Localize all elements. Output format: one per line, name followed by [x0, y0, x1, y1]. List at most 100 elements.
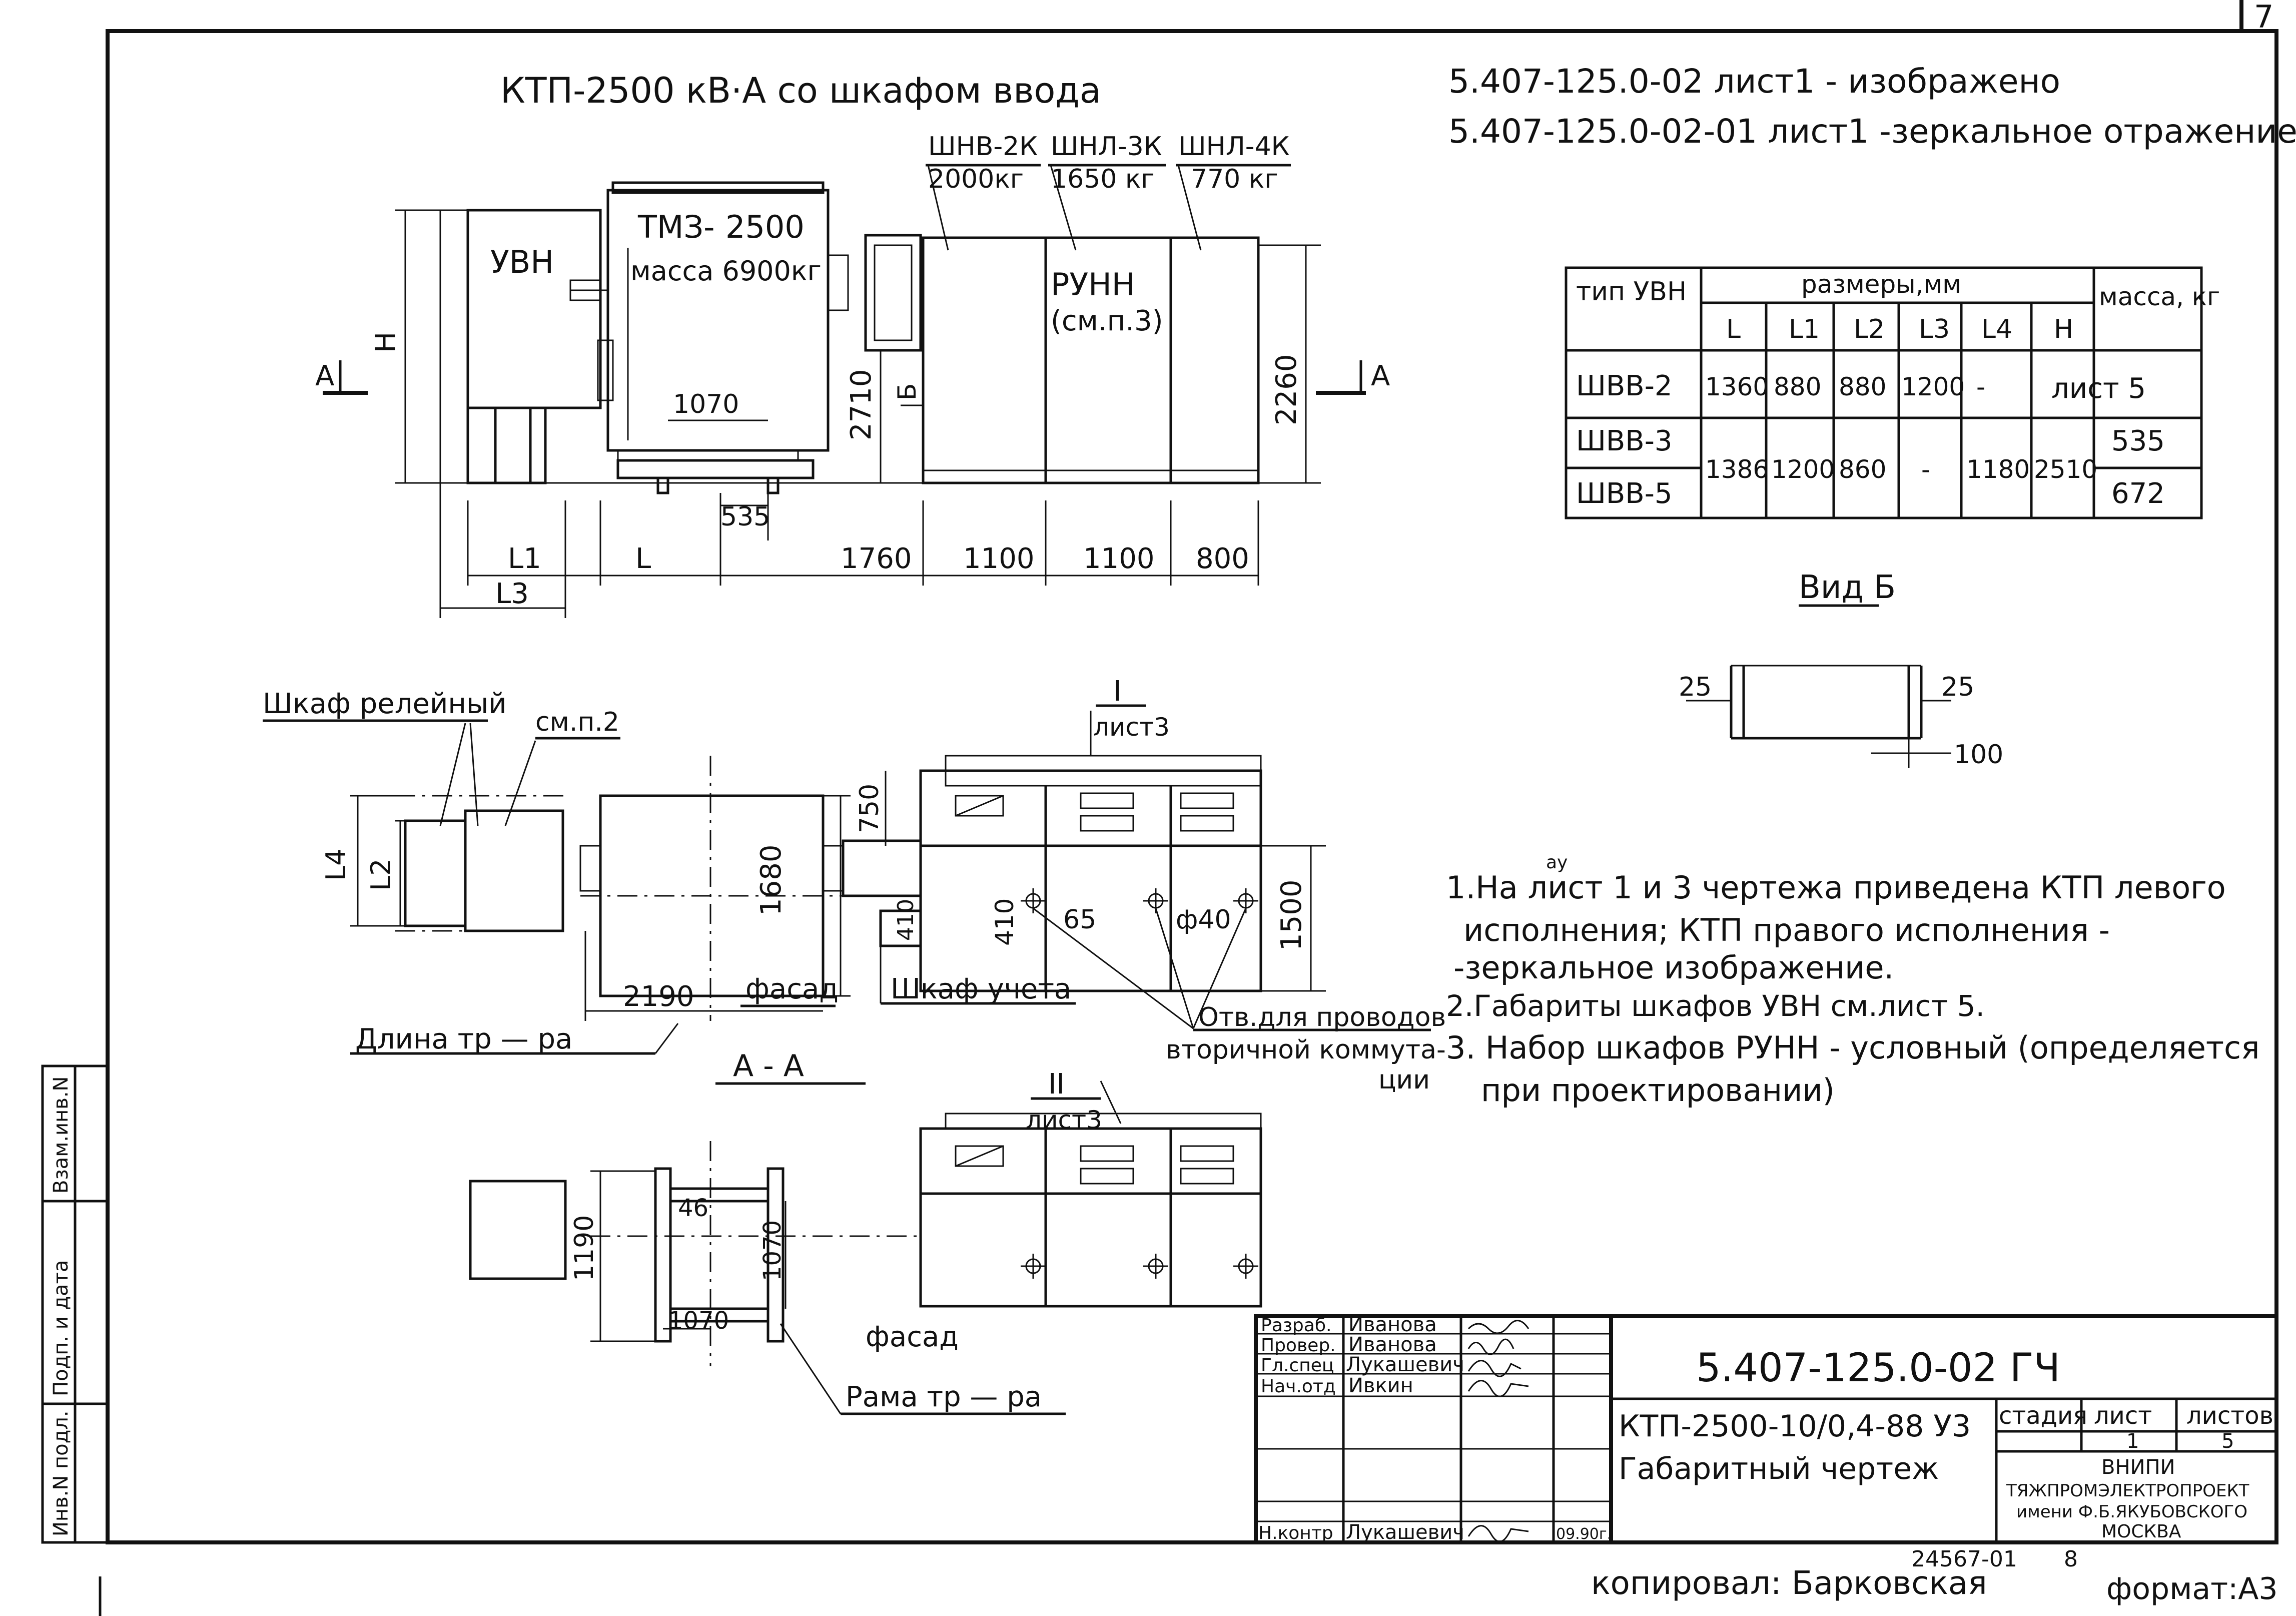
page-number: 7 [2254, 0, 2273, 35]
side-label-3: Инв.N подл. [50, 1410, 73, 1536]
stamp-date: 09.90г. [1556, 1525, 1612, 1543]
signature-4 [1467, 1380, 1529, 1397]
table-row1-ref: лист 5 [2051, 372, 2146, 405]
table-row1-L4: - [1976, 372, 1985, 401]
archive-number: 24567-01 [1911, 1546, 2017, 1572]
plan-dim-2190: 2190 [623, 980, 694, 1013]
frame-dim-1070-v: 1070 [758, 1220, 787, 1281]
cabinet-name-2: ШНЛ-3К [1051, 132, 1162, 162]
table-row2-L3: - [1921, 455, 1930, 484]
note-3: 3. Набор шкафов РУНН - условный (определ… [1446, 1029, 2259, 1066]
doc-ref-1: 5.407-125.0-02 лист1 - изображено [1448, 62, 2060, 101]
sheet-number: 1 [2126, 1430, 2139, 1453]
table-row2-L: 1386 [1705, 455, 1769, 484]
cabinet-mass-2: 1650 кг [1051, 164, 1155, 194]
table-row3-type: ШВВ-5 [1576, 477, 1673, 510]
dim-1100-b: 1100 [1083, 543, 1155, 575]
holes-label-2: вторичной коммута- [1166, 1035, 1446, 1065]
table-col-mass: масса, кг [2099, 282, 2220, 311]
drawing-title: Габаритный чертеж [1619, 1451, 1939, 1486]
section-a-left: А [315, 360, 334, 392]
dim-2710: 2710 [845, 369, 878, 440]
callout-II-sheet: лист3 [1026, 1106, 1102, 1135]
dim-800: 800 [1196, 543, 1249, 575]
table-row2-mass: 535 [2111, 425, 2165, 457]
runn-label: РУНН [1051, 266, 1135, 303]
relay-cabinet-label: Шкаф релейный [263, 688, 507, 720]
copied-by: копировал: Барковская [1591, 1565, 1987, 1602]
table-sub-L: L [1726, 314, 1741, 344]
title-block: Разраб. Провер. Гл.спец Нач.отд Н.контр … [1254, 1313, 2278, 1544]
section-a-a: А - А [733, 1048, 804, 1084]
front-view: ШНВ-2К 2000кг ШНЛ-3К 1650 кг ШНЛ-4К 770 … [315, 132, 1390, 618]
frame-label: Рама тр — ра [846, 1381, 1042, 1413]
plan-dim-1680: 1680 [755, 844, 788, 916]
note-2: 2.Габариты шкафов УВН см.лист 5. [1446, 989, 1985, 1023]
table-row2-H: 2510 [2034, 455, 2097, 484]
org-line-3: имени Ф.Б.ЯКУБОВСКОГО [2016, 1502, 2247, 1522]
table-row1-L: 1360 [1705, 372, 1769, 401]
role-dept-head: Нач.отд [1261, 1376, 1336, 1397]
plan-dim-65: 65 [1063, 905, 1096, 935]
signature-2 [1467, 1338, 1514, 1355]
frame-dim-1190: 1190 [569, 1215, 599, 1281]
table-col-type: тип УВН [1576, 277, 1687, 307]
note-1: 1.На лист 1 и 3 чертежа приведена КТП ле… [1446, 869, 2226, 906]
table-row1-L2: 880 [1839, 372, 1886, 401]
dimensions-table: тип УВН размеры,мм масса, кг L L1 L2 L3 … [1565, 266, 2220, 519]
org-line-2: ТЯЖПРОМЭЛЕКТРОПРОЕКТ [2006, 1481, 2249, 1501]
callout-I: I [1113, 675, 1122, 708]
runn-ref: (см.п.3) [1051, 305, 1163, 337]
holes-label-1: Отв.для проводов [1198, 1002, 1446, 1032]
table-row1-type: ШВВ-2 [1576, 370, 1673, 402]
side-label-2: Подп. и дата [50, 1260, 73, 1396]
table-row2-type: ШВВ-3 [1576, 425, 1673, 457]
cabinet-mass-1: 2000кг [928, 164, 1024, 194]
view-b-title: Вид Б [1799, 569, 1896, 606]
view-b-arrow: Б [893, 383, 922, 400]
doc-code: 5.407-125.0-02 ГЧ [1696, 1346, 2060, 1391]
plan-dim-410b: 410 [990, 898, 1019, 946]
trans-label-2: 2500 [725, 209, 805, 245]
callout-I-sheet: лист3 [1093, 713, 1170, 742]
table-row2-L4: 1180 [1966, 455, 2030, 484]
table-sub-L2: L2 [1854, 314, 1885, 344]
table-row3-mass: 672 [2111, 477, 2165, 510]
product-code: КТП-2500-10/0,4-88 У3 [1619, 1409, 1971, 1444]
plan-view: Шкаф релейный см.п.2 L4 L2 1680 410 [263, 675, 1446, 1095]
main-title: КТП-2500 кВ·А со шкафом ввода [500, 70, 1101, 111]
uvn-label: УВН [490, 244, 554, 280]
frame-dim-1070-h: 1070 [668, 1307, 729, 1335]
table-sub-L1: L1 [1789, 314, 1820, 344]
note-1-cont2: -зеркальное изображение. [1453, 949, 1894, 986]
note-1-cont: исполнения; КТП правого исполнения - [1463, 912, 2110, 948]
signature-3 [1467, 1360, 1521, 1377]
signature-1 [1467, 1320, 1529, 1334]
name-dept-head: Ивкин [1348, 1374, 1413, 1397]
org-line-4: МОСКВА [2101, 1521, 2181, 1542]
frame-view: II лист3 1190 [469, 1068, 1262, 1415]
cabinet-name-1: ШНВ-2К [928, 132, 1038, 162]
plan-dim-phi40: ф40 [1176, 905, 1231, 935]
role-developer: Разраб. [1261, 1315, 1331, 1336]
side-label-1: Взам.инв.N [50, 1076, 73, 1194]
sheet-frame: 7 [106, 0, 2278, 1544]
table-col-sizes: размеры,мм [1801, 270, 1961, 299]
holes-label-3: ции [1378, 1065, 1430, 1095]
view-b-25-left: 25 [1679, 672, 1712, 702]
plan-dim-L4: L4 [320, 849, 352, 881]
table-row2-L1: 1200 [1771, 455, 1835, 484]
sheets-count: 5 [2221, 1430, 2234, 1453]
dim-H: Н [370, 332, 402, 353]
role-checker: Провер. [1261, 1335, 1336, 1356]
view-b-100: 100 [1954, 740, 2003, 770]
sheets-label: листов [2186, 1402, 2273, 1430]
dim-L: L [635, 543, 651, 575]
plan-dim-1500: 1500 [1275, 879, 1308, 951]
dim-1760: 1760 [841, 543, 912, 575]
dim-2260: 2260 [1270, 354, 1303, 425]
dim-L1: L1 [508, 543, 541, 575]
org-line-1: ВНИПИ [2101, 1456, 2175, 1479]
plan-dim-750: 750 [855, 784, 885, 833]
name-chief-specialist: Лукашевич [1346, 1353, 1464, 1376]
